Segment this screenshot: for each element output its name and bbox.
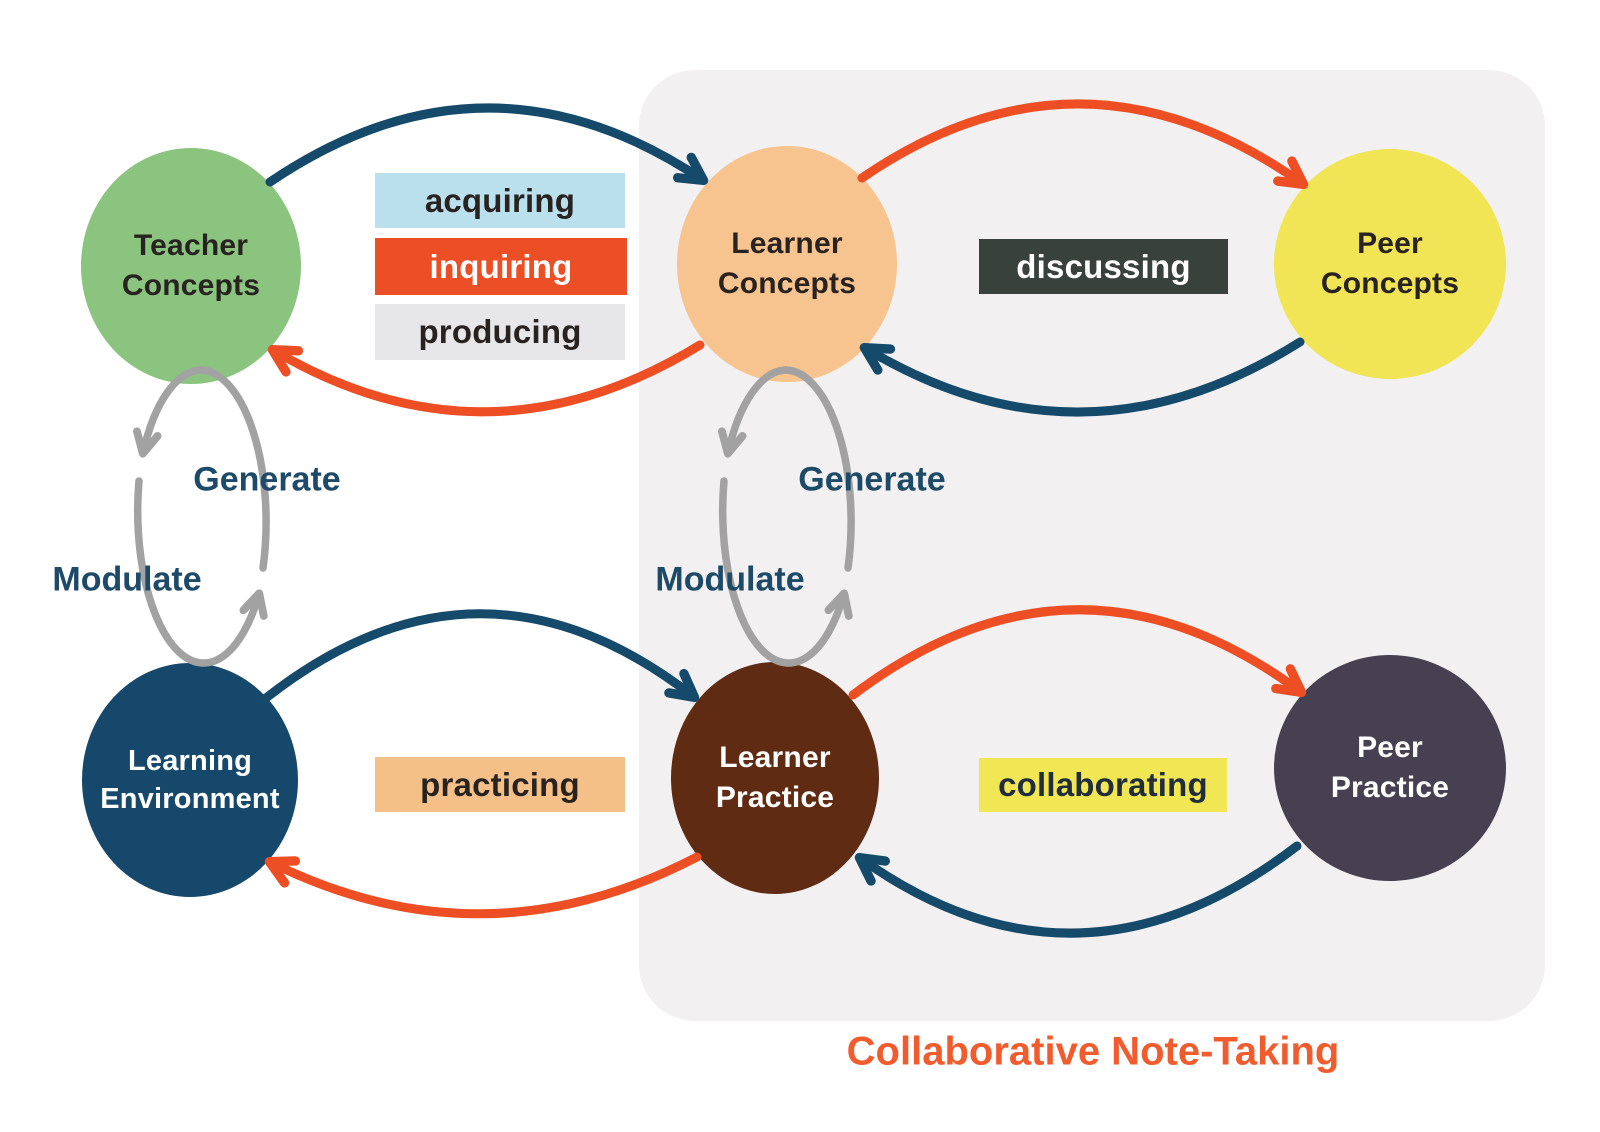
- arrow-teacher-to-learner-concepts: [265, 103, 709, 187]
- loop-middle-generate-arc: [718, 477, 853, 667]
- arrow-peer-to-learner-concepts: [859, 337, 1305, 417]
- arrow-environment-to-learner-practice: [261, 609, 700, 703]
- arrow-learner-practice-to-environment: [264, 852, 702, 919]
- arrow-learner-to-peer-practice: [848, 605, 1307, 700]
- node-peer-concepts: [1274, 149, 1506, 379]
- node-teacher-concepts: [81, 148, 301, 384]
- loop-middle-modulate-arc: [718, 366, 790, 458]
- node-learner-concepts: [677, 146, 897, 382]
- node-learner-practice: [671, 662, 879, 894]
- node-learning-environment: [82, 663, 298, 897]
- arrow-learner-to-peer-concepts: [857, 99, 1309, 190]
- node-peer-practice: [1274, 655, 1506, 881]
- loop-middle-top-arc: [782, 366, 855, 572]
- arrow-peer-to-learner-practice: [854, 841, 1302, 938]
- loop-left-generate-arc: [133, 477, 268, 667]
- arrow-learner-to-teacher-concepts: [267, 340, 705, 417]
- loop-left-modulate-arc: [133, 366, 205, 458]
- loop-left-top-arc: [197, 366, 270, 572]
